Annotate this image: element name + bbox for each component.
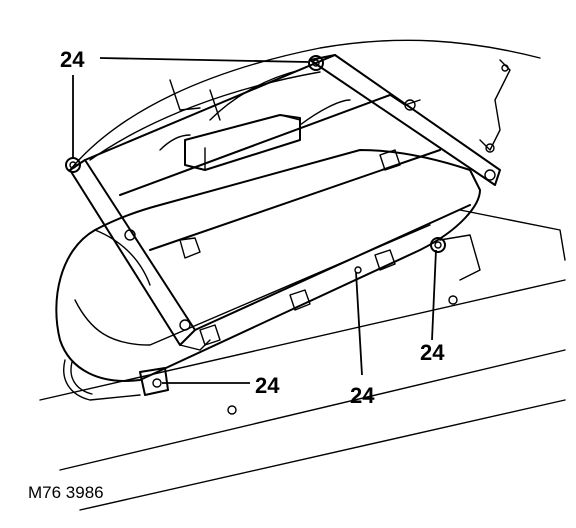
inflator-cylinder bbox=[159, 99, 351, 171]
callout-nut-top-left: 24 bbox=[60, 47, 85, 72]
nut-right-lower bbox=[430, 237, 446, 253]
airbag-module-housing bbox=[55, 149, 481, 382]
fixing-nuts bbox=[65, 55, 446, 396]
mounting-bracket bbox=[69, 54, 511, 351]
callout-nut-right-lower: 24 bbox=[255, 373, 280, 398]
nut-right-top bbox=[308, 55, 324, 71]
fascia-outline bbox=[39, 39, 566, 511]
wiring-harness bbox=[63, 359, 141, 401]
figure-reference: M76 3986 bbox=[28, 483, 104, 502]
nut-centre-lower bbox=[354, 266, 362, 274]
callout-nut-top-right: 24 bbox=[420, 340, 445, 365]
nut-left-lower bbox=[139, 367, 169, 396]
callout-nut-centre-lower: 24 bbox=[350, 383, 375, 408]
callout-leaders bbox=[72, 57, 437, 384]
